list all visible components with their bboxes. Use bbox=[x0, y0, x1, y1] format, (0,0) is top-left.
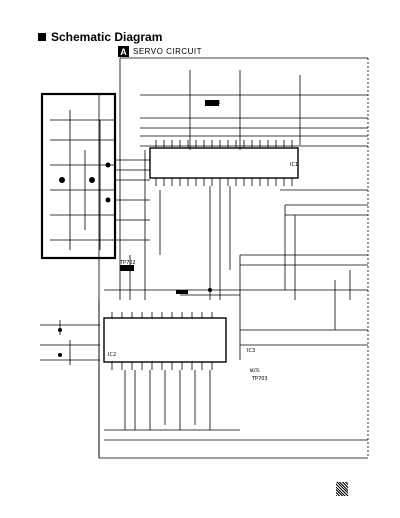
left-module-frame bbox=[40, 92, 117, 260]
page-header: Schematic Diagram bbox=[38, 30, 162, 44]
ic1-body bbox=[149, 147, 299, 179]
section-letter-badge: A bbox=[118, 46, 129, 57]
wiring bbox=[40, 57, 369, 459]
test-point-2-label: TP702 bbox=[119, 260, 136, 266]
ic2-label: IC2 bbox=[108, 352, 116, 358]
diagram-labels: IC1 IC2 IC3 TP701 TP702 TP703 NOTE bbox=[108, 100, 298, 382]
title-bullet-icon bbox=[38, 33, 46, 41]
section-header: A SERVO CIRCUIT bbox=[118, 46, 202, 57]
test-point-1-label: TP701 bbox=[204, 100, 221, 106]
note-label: NOTE bbox=[250, 368, 260, 373]
ic2-body bbox=[103, 317, 227, 363]
ic1-label: IC1 bbox=[290, 162, 298, 168]
test-point-3-label: TP703 bbox=[251, 376, 268, 382]
ic3-label: IC3 bbox=[247, 348, 255, 354]
page-marker-icon bbox=[336, 482, 348, 496]
components bbox=[58, 100, 219, 357]
page-title: Schematic Diagram bbox=[51, 30, 163, 44]
section-label: SERVO CIRCUIT bbox=[133, 47, 203, 56]
